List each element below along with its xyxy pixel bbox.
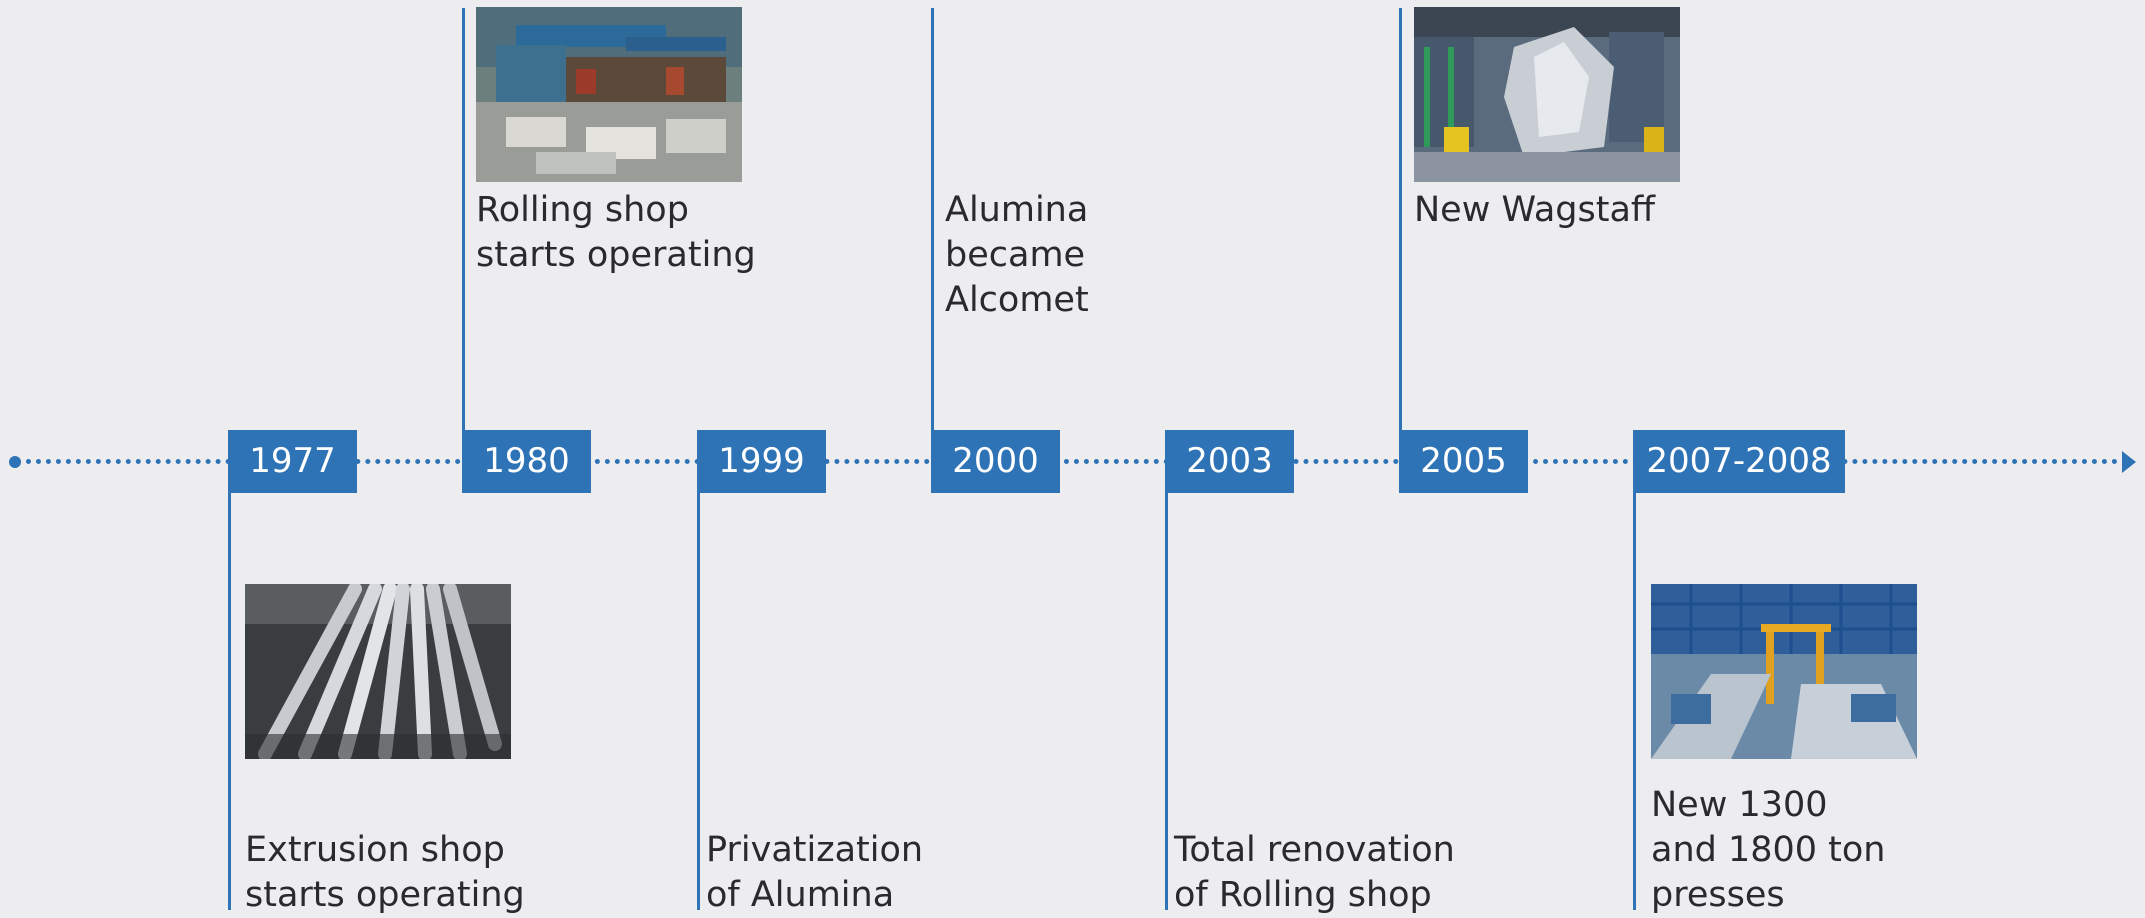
- event-label-1977: Extrusion shop starts operating: [245, 830, 525, 915]
- timeline-arrow-icon: [2122, 451, 2136, 473]
- year-badge-2003: 2003: [1165, 430, 1294, 493]
- connector-1977: [228, 490, 231, 910]
- event-label-1980: Rolling shop starts operating: [476, 190, 756, 275]
- year-badge-2005: 2005: [1399, 430, 1528, 493]
- connector-2005: [1399, 8, 1402, 433]
- connector-1999: [697, 490, 700, 910]
- rolling-shop-photo: [476, 7, 742, 182]
- event-label-2005: New Wagstaff: [1414, 190, 1656, 230]
- event-label-2000: Alumina became Alcomet: [945, 190, 1089, 320]
- event-label-2007-2008: New 1300 and 1800 ton presses: [1651, 785, 1886, 915]
- aluminium-profiles-photo: [245, 584, 511, 759]
- year-badge-1980: 1980: [462, 430, 591, 493]
- year-badge-2000: 2000: [931, 430, 1060, 493]
- year-badge-1999: 1999: [697, 430, 826, 493]
- presses-hall-photo: [1651, 584, 1917, 759]
- connector-2003: [1165, 490, 1168, 910]
- year-badge-1977: 1977: [228, 430, 357, 493]
- event-label-2003: Total renovation of Rolling shop: [1174, 830, 1455, 915]
- wagstaff-furnace-photo: [1414, 7, 1680, 182]
- connector-2000: [931, 8, 934, 433]
- year-badge-2007-2008: 2007-2008: [1633, 430, 1845, 493]
- timeline-start-dot: [9, 456, 21, 468]
- connector-1980: [462, 8, 465, 433]
- connector-2007-2008: [1633, 490, 1636, 910]
- event-label-1999: Privatization of Alumina: [706, 830, 924, 915]
- timeline-axis: [16, 459, 2119, 464]
